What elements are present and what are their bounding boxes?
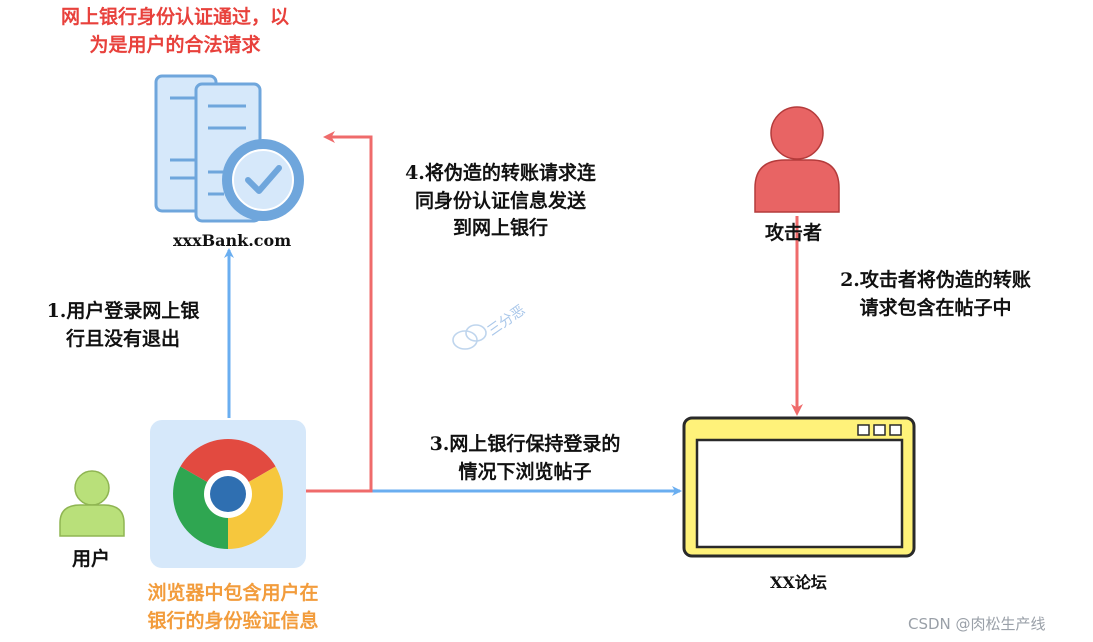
user-person-icon [59, 470, 125, 537]
bank-auth-note-line2: 为是用户的合法请求 [89, 33, 261, 56]
bank-label: xxxBank.com [173, 231, 292, 250]
browser-note-line1: 浏览器中包含用户在 [147, 582, 319, 604]
attacker-label: 攻击者 [765, 222, 823, 244]
step-4-label: 4.将伪造的转账请求连 同身份认证信息发送 到网上银行 [378, 160, 623, 243]
browser-note: 浏览器中包含用户在 银行的身份验证信息 [108, 580, 358, 635]
arrow-forged-request [306, 131, 373, 493]
step-2-line1: 2.攻击者将伪造的转账 [840, 269, 1031, 291]
forum-window-icon [682, 416, 916, 558]
step-4-line1: 4.将伪造的转账请求连 [405, 162, 596, 184]
step-4-line3: 到网上银行 [452, 217, 548, 240]
bank-auth-note: 网上银行身份认证通过，以 为是用户的合法请求 [20, 4, 330, 59]
user-label: 用户 [72, 548, 111, 570]
step-1-label: 1.用户登录网上银 行且没有退出 [18, 298, 228, 353]
forum-label: XX论坛 [770, 573, 827, 592]
step-2-line2: 请求包含在帖子中 [859, 296, 1012, 319]
step-3-label: 3.网上银行保持登录的 情况下浏览帖子 [400, 431, 650, 486]
step-3-line2: 情况下浏览帖子 [458, 460, 592, 483]
step-2-label: 2.攻击者将伪造的转账 请求包含在帖子中 [808, 267, 1063, 322]
step-4-line2: 同身份认证信息发送 [414, 189, 586, 212]
step-1-line1: 1.用户登录网上银 [46, 300, 200, 322]
bank-auth-note-line1: 网上银行身份认证通过，以 [60, 6, 289, 28]
step-1-line2: 行且没有退出 [65, 327, 180, 350]
step-3-line1: 3.网上银行保持登录的 [429, 433, 621, 455]
watermark-corner: CSDN @肉松生产线 [908, 615, 1046, 633]
attacker-person-icon [754, 106, 840, 213]
bank-server-icon [154, 74, 304, 223]
browser-note-line2: 银行的身份验证信息 [147, 609, 319, 632]
watermark-chat-icon [452, 324, 487, 350]
browser-chrome-icon [150, 420, 306, 568]
